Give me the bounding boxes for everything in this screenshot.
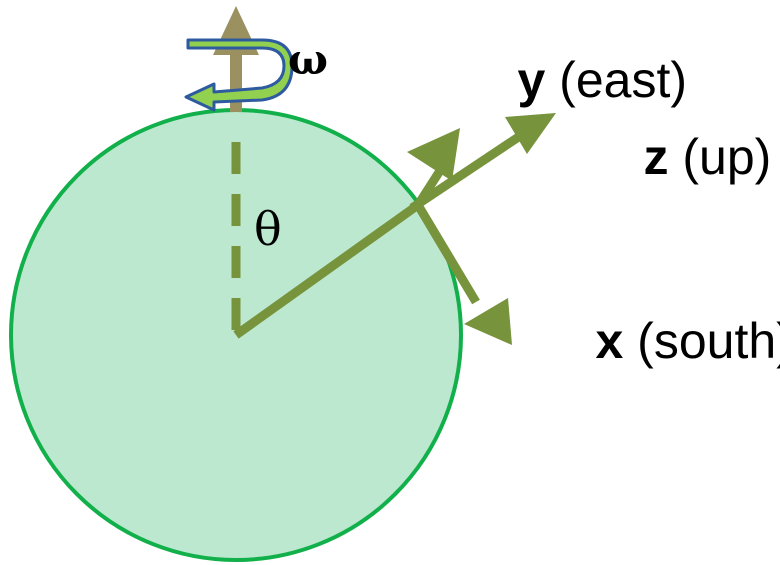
x-axis-symbol: x: [595, 313, 623, 369]
z-up-label: z (up): [574, 129, 780, 185]
x-south-label: x (south): [526, 313, 780, 369]
x-axis-description: (south): [623, 313, 780, 369]
z-axis-description: (up): [668, 129, 771, 185]
y-axis-symbol: y: [517, 52, 545, 108]
radius-line: [233, 201, 421, 339]
y-east-vector: [407, 128, 460, 208]
theta-label: θ: [254, 202, 282, 256]
z-up-vector: [409, 113, 556, 212]
z-axis-symbol: z: [643, 129, 668, 185]
omega-label: ω: [288, 35, 328, 84]
rotation-direction-icon: [184, 38, 294, 112]
x-south-vector: [414, 202, 512, 345]
y-east-label: y (east): [448, 52, 729, 108]
y-axis-description: (east): [545, 52, 687, 108]
